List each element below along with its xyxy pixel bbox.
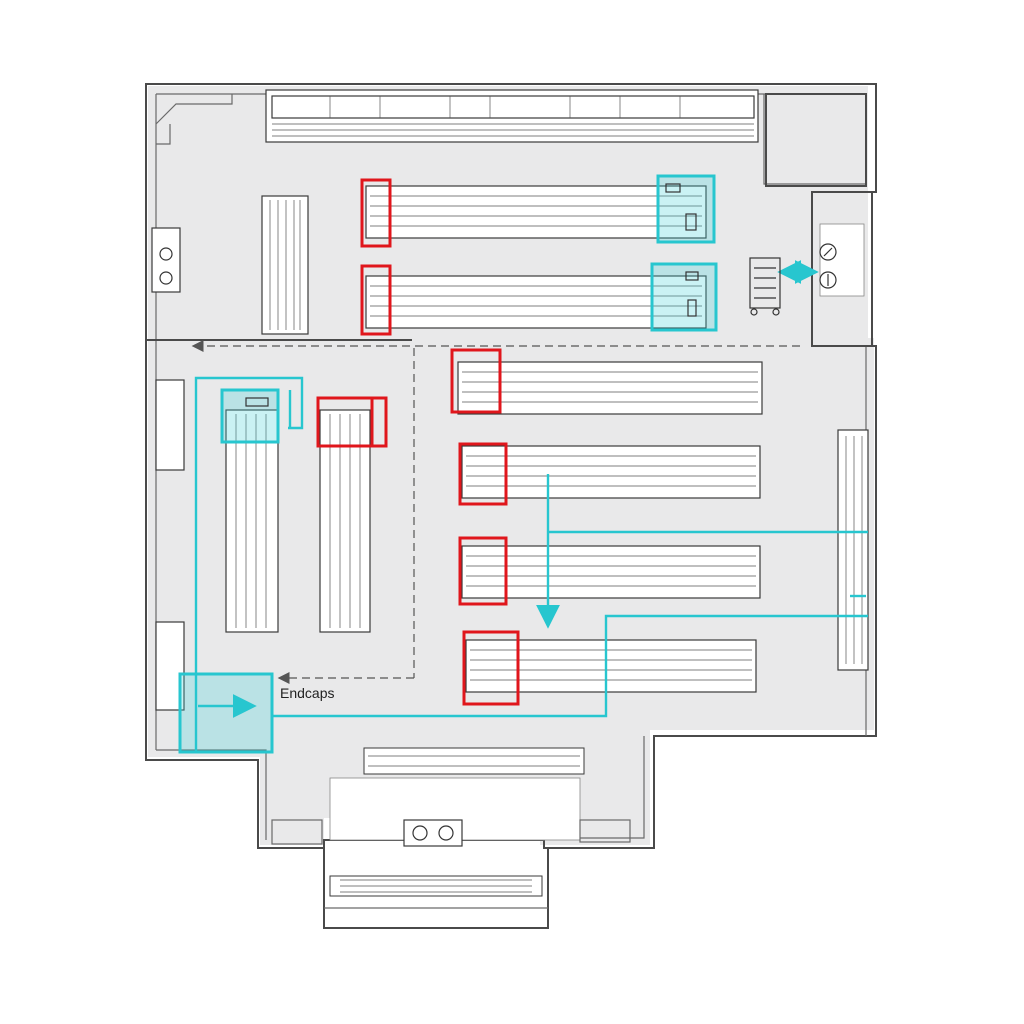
left-wall-fixture-top xyxy=(151,227,181,293)
flow-path-bottom xyxy=(272,614,868,718)
top-wall-shelving xyxy=(265,89,759,143)
storage-room xyxy=(765,93,867,187)
vertical-gondola-left-2 xyxy=(319,409,371,633)
shopping-cart-icon xyxy=(749,257,781,316)
display-zone xyxy=(220,388,280,444)
entrance-sign xyxy=(403,819,463,847)
gondola-mid-2 xyxy=(461,445,761,499)
gondola-mid-4 xyxy=(465,639,757,693)
endcap-marker xyxy=(360,264,392,336)
endcap-marker xyxy=(360,178,392,248)
restroom-icon xyxy=(819,271,837,289)
display-zone xyxy=(650,262,718,332)
exit-sign-icon xyxy=(819,243,837,261)
gondola-top-1 xyxy=(365,185,707,239)
right-wall-shelf xyxy=(837,429,869,671)
checkout-counter xyxy=(363,747,585,775)
display-zone-inner-marks xyxy=(245,183,699,407)
gondola-mid-3 xyxy=(461,545,761,599)
endcap-marker xyxy=(458,442,508,506)
back-room-wall xyxy=(811,191,873,347)
flow-path-left-loop xyxy=(180,376,304,754)
display-zone xyxy=(656,174,716,244)
endcap-marker xyxy=(316,396,388,448)
vertical-gondola-top-left xyxy=(261,195,309,335)
door-frame-left xyxy=(271,819,323,845)
vertical-gondola-left-1 xyxy=(225,409,279,633)
display-zone xyxy=(178,672,274,754)
endcap-marker xyxy=(462,630,520,706)
gondola-top-2 xyxy=(365,275,707,329)
endcap-marker xyxy=(458,536,508,606)
endcap-marker xyxy=(450,348,502,414)
left-wall-shelf-1 xyxy=(155,379,185,471)
door-frame-right xyxy=(579,819,631,843)
gondola-mid-1 xyxy=(457,361,763,415)
endcaps-label: Endcaps xyxy=(280,685,334,701)
outer-wall xyxy=(145,83,877,849)
entrance-vestibule xyxy=(323,848,549,929)
corner-wall xyxy=(155,94,233,145)
